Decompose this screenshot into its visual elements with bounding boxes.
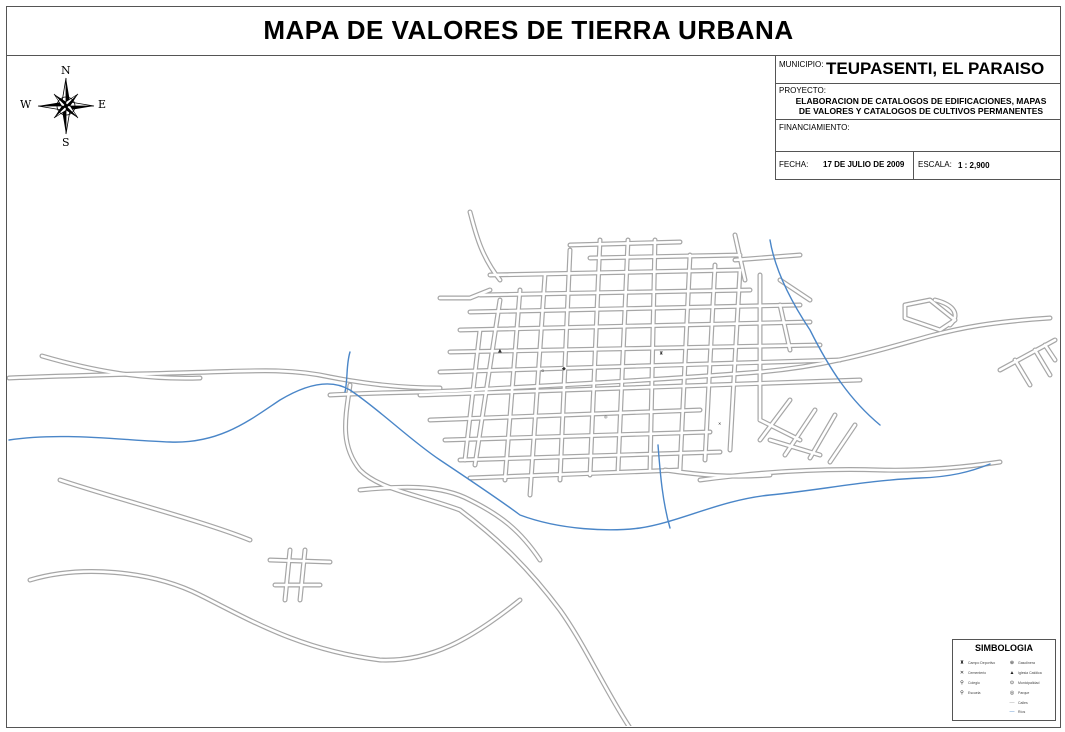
calles-line-icon: — xyxy=(1009,700,1015,706)
legend-label: Escuela xyxy=(968,691,981,695)
compass-rose-icon xyxy=(37,77,95,135)
municipio-row: MUNICIPIO: TEUPASENTI, EL PARAISO xyxy=(776,56,1061,84)
legend-item-gasolinera: ⊕ Gasolinera xyxy=(1009,660,1035,666)
legend-label: Campo Deportivo xyxy=(968,661,996,665)
road-northwest-spur xyxy=(467,209,503,283)
municipio-value: TEUPASENTI, EL PARAISO xyxy=(826,59,1045,78)
road-south-secondary xyxy=(357,484,543,563)
fecha-divider xyxy=(913,152,914,179)
legend-title: SIMBOLOGIA xyxy=(975,643,1033,653)
municipalidad-icon: ⊙ xyxy=(1009,680,1015,686)
legend-item-rios: — Ríos xyxy=(1009,709,1026,715)
rios-line-icon: — xyxy=(1009,709,1015,715)
legend-item-campo-deportivo: ♜ Campo Deportivo xyxy=(959,660,995,666)
river-north-creek xyxy=(344,351,351,393)
legend-label: Parque xyxy=(1018,691,1030,695)
legend-label: Municipalidad xyxy=(1018,681,1040,685)
cemetery-marker-icon: ✕ xyxy=(718,421,721,426)
school-marker-icon: ⊙ xyxy=(541,368,544,373)
legend-label: Gasolinera xyxy=(1018,661,1035,665)
proyecto-value: ELABORACION DE CATALOGOS DE EDIFICACIONE… xyxy=(780,96,1062,116)
legend-item-calles: — Calles xyxy=(1009,700,1028,706)
sports-field-marker-icon: ♜ xyxy=(659,351,663,357)
fecha-label: FECHA: xyxy=(779,160,809,169)
map-symbols: ▲ ◆ ♜ ◎ ⊙ ✕ xyxy=(498,348,721,426)
proyecto-line-2: DE VALORES Y CATALOGOS DE CULTIVOS PERMA… xyxy=(798,106,1044,116)
compass-w-label: W xyxy=(20,98,32,111)
town-map: ▲ ◆ ♜ ◎ ⊙ ✕ xyxy=(7,209,1058,726)
municipio-label: MUNICIPIO: xyxy=(779,60,824,69)
legend-item-iglesia: ▲ Iglesia Católica xyxy=(1009,670,1042,676)
parque-icon: ◎ xyxy=(1009,690,1015,696)
river-east-creek xyxy=(769,239,881,426)
financiamiento-label: FINANCIAMIENTO: xyxy=(779,123,850,132)
legend-item-municipalidad: ⊙ Municipalidad xyxy=(1009,680,1040,686)
gasolinera-icon: ⊕ xyxy=(1009,660,1015,666)
proyecto-row: PROYECTO: ELABORACION DE CATALOGOS DE ED… xyxy=(776,84,1061,120)
proyecto-label: PROYECTO: xyxy=(779,86,826,95)
colegio-icon: ⚲ xyxy=(960,680,964,686)
legend-item-cementerio: ✕ Cementerio xyxy=(959,670,986,676)
legend-label: Ríos xyxy=(1018,710,1026,714)
legend-box: SIMBOLOGIA ♜ Campo Deportivo ✕ Cementeri… xyxy=(952,639,1056,721)
river-main xyxy=(8,383,991,531)
north-arrow: N S E W xyxy=(20,64,108,150)
compass-e-label: E xyxy=(98,98,107,111)
legend-item-parque: ◎ Parque xyxy=(1009,690,1029,696)
compass-n-label: N xyxy=(61,64,71,77)
cementerio-icon: ✕ xyxy=(959,670,965,676)
proyecto-line-1: ELABORACION DE CATALOGOS DE EDIFICACIONE… xyxy=(795,96,1047,106)
escala-label: ESCALA: xyxy=(918,160,952,169)
river-network xyxy=(8,239,991,531)
legend-item-colegio: ⚲ Colegio xyxy=(959,680,980,686)
info-box: MUNICIPIO: TEUPASENTI, EL PARAISO PROYEC… xyxy=(775,56,1061,180)
river-center-creek xyxy=(657,444,671,529)
iglesia-icon: ▲ xyxy=(1009,670,1015,676)
escala-value: 1 : 2,900 xyxy=(958,161,990,170)
escuela-icon: ⚲ xyxy=(960,690,964,696)
church-marker-icon: ▲ xyxy=(498,348,502,354)
fecha-row: FECHA: 17 DE JULIO DE 2009 ESCALA: 1 : 2… xyxy=(776,152,1061,179)
legend-label: Cementerio xyxy=(968,671,987,675)
legend-item-escuela: ⚲ Escuela xyxy=(959,690,980,696)
legend-label: Colegio xyxy=(968,681,980,685)
title-bar: MAPA DE VALORES DE TIERRA URBANA xyxy=(6,6,1061,56)
map-title: MAPA DE VALORES DE TIERRA URBANA xyxy=(263,15,794,45)
legend-label: Iglesia Católica xyxy=(1018,671,1042,675)
street-network xyxy=(7,209,1058,726)
financiamiento-row: FINANCIAMIENTO: xyxy=(776,120,1061,152)
fecha-value: 17 DE JULIO DE 2009 xyxy=(823,160,905,169)
legend-label: Calles xyxy=(1018,701,1028,705)
compass-s-label: S xyxy=(62,136,70,149)
campo-deportivo-icon: ♜ xyxy=(959,660,965,666)
park-marker-icon: ◎ xyxy=(604,414,608,419)
municipality-marker-icon: ◆ xyxy=(562,366,566,372)
